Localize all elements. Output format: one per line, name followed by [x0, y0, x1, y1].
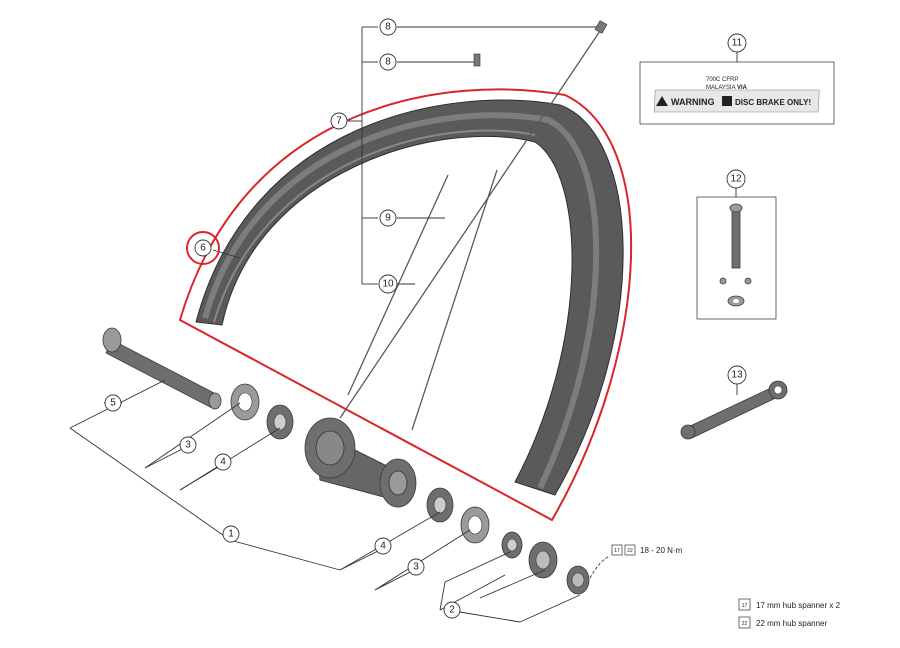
part-11-sticker-box: 700C CFRP MALAYSIA VIA WARNING DISC BRAK… [639, 61, 835, 125]
spanner-17-icon [611, 544, 623, 556]
bearing-left [266, 404, 294, 440]
callout-text-8a: 8 [385, 22, 391, 33]
callout-text-4b: 4 [380, 541, 386, 552]
tool-legend: 17 17 mm hub spanner x 2 22 22 mm hub sp… [738, 598, 841, 629]
dust-cap-right [460, 506, 490, 544]
callout-text-3b: 3 [413, 562, 419, 573]
end-cap-3 [566, 565, 590, 595]
legend-icon17-text: 17 [742, 603, 748, 609]
callout-text-7: 7 [336, 116, 342, 127]
legend-spanner-22-icon [738, 616, 751, 629]
spokes [339, 27, 603, 431]
legend-text-22: 22 mm hub spanner [756, 619, 827, 628]
callout-4a: 4 [214, 453, 232, 471]
torque-icon1-text: 17 [614, 548, 620, 554]
part-12-box [696, 196, 777, 320]
callout-3a: 3 [179, 436, 197, 454]
torque-spec: 17 22 18 - 20 N·m [611, 544, 683, 556]
callout-10: 10 [378, 274, 398, 294]
small-washer-right [744, 277, 752, 285]
callout-8a: 8 [379, 18, 397, 36]
nipple-top [594, 20, 608, 34]
sticker-line2: MALAYSIA [706, 85, 736, 91]
end-cap-1 [501, 531, 523, 559]
callout-text-11: 11 [732, 38, 743, 49]
sticker-warning: WARNING [671, 97, 715, 107]
callout-8b: 8 [379, 53, 397, 71]
callout-text-8b: 8 [385, 57, 391, 68]
hub-body [304, 417, 417, 508]
callout-3b: 3 [407, 558, 425, 576]
small-washer-left [719, 277, 727, 285]
spanner-22-icon [624, 544, 636, 556]
callout-2: 2 [443, 601, 461, 619]
thru-axle-bolt [731, 207, 741, 269]
legend-text-17: 17 mm hub spanner x 2 [756, 601, 841, 610]
callout-5: 5 [104, 394, 122, 412]
manual-icon [722, 96, 732, 106]
callout-text-4a: 4 [220, 457, 226, 468]
sticker-line2b: VIA [737, 85, 748, 91]
callout-text-5: 5 [110, 398, 116, 409]
sticker-disc: DISC BRAKE ONLY! [735, 98, 811, 107]
callout-4b: 4 [374, 537, 392, 555]
sticker-line1: 700C CFRP [706, 77, 738, 83]
callout-6: 6 [186, 231, 220, 265]
callout-text-13: 13 [731, 370, 743, 381]
nipple-8 [473, 53, 481, 67]
highlight-outline [178, 88, 633, 522]
dust-cap-left [230, 383, 260, 421]
torque-icon2-text: 22 [627, 548, 633, 554]
legend-icon22-text: 22 [742, 621, 748, 627]
callout-text-6: 6 [200, 243, 206, 254]
warning-icon [656, 96, 668, 106]
bearing-right [426, 487, 454, 523]
callout-text-2: 2 [449, 605, 455, 616]
callout-text-1: 1 [228, 529, 234, 540]
callout-13: 13 [727, 365, 747, 385]
callout-text-3a: 3 [185, 440, 191, 451]
torque-text: 18 - 20 N·m [640, 546, 683, 555]
callout-9: 9 [379, 209, 397, 227]
callout-7: 7 [330, 112, 348, 130]
rim [195, 99, 624, 496]
part-13-spanner [680, 380, 788, 440]
callout-1: 1 [222, 525, 240, 543]
legend-spanner-17-icon [738, 598, 751, 611]
end-cap-2 [528, 541, 558, 579]
callout-11: 11 [727, 33, 747, 53]
axle [102, 327, 222, 410]
leader-lines [69, 26, 738, 623]
callout-text-10: 10 [382, 279, 394, 290]
callout-text-12: 12 [730, 174, 742, 185]
callout-text-9: 9 [385, 213, 391, 224]
callout-12: 12 [726, 169, 746, 189]
